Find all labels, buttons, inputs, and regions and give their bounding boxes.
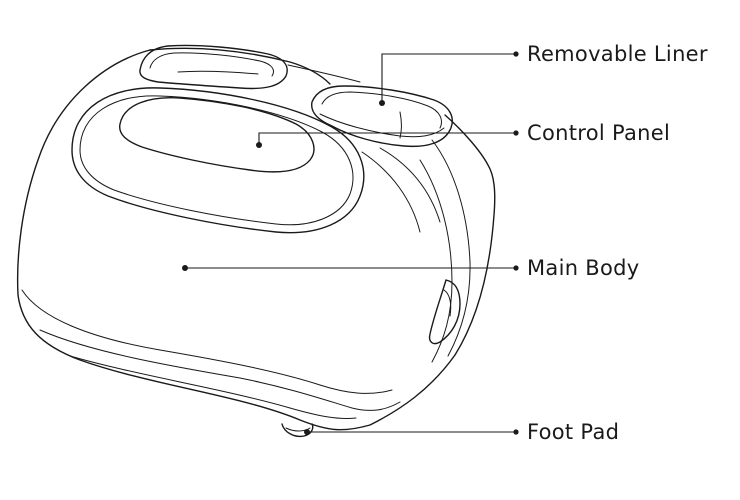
right-foot-well-rim <box>319 113 445 138</box>
main-body-label-dot <box>513 265 519 271</box>
base-line <box>69 355 357 419</box>
left-foot-well-outer <box>139 44 288 90</box>
right-foot-well-crease <box>399 111 402 139</box>
control-panel-outer <box>71 87 365 234</box>
foot-massager-illustration <box>16 44 496 438</box>
control-panel-inner <box>119 97 315 173</box>
foot-pad-label-dot <box>513 429 519 435</box>
side-handle-inner <box>443 289 452 317</box>
rear-contour-1 <box>379 147 441 223</box>
right-foot-well-inner <box>321 91 442 129</box>
callout-control-panel: Control Panel <box>256 121 670 148</box>
control-panel-leader-line <box>258 132 514 145</box>
foot-pad-label: Foot Pad <box>527 420 619 444</box>
side-handle <box>428 279 461 345</box>
main-body-label: Main Body <box>527 256 640 280</box>
side-edge-1 <box>431 139 471 357</box>
foot-pad-base <box>285 427 311 432</box>
control-panel-label: Control Panel <box>527 121 670 145</box>
callout-main-body: Main Body <box>182 256 640 280</box>
rear-contour-2 <box>361 151 421 233</box>
removable-liner-leader-line <box>381 53 514 103</box>
rear-shoulder <box>287 64 361 83</box>
control-panel-label-dot <box>513 130 519 136</box>
main-body-outline <box>16 49 496 431</box>
side-edge-2 <box>419 159 453 363</box>
left-foot-well-liner <box>177 70 259 75</box>
control-panel-mid <box>79 95 354 226</box>
lower-contour-1 <box>21 289 393 394</box>
removable-liner-label-dot <box>513 51 519 57</box>
foot-pad-shape <box>281 423 314 438</box>
lower-contour-2 <box>39 329 401 411</box>
removable-liner-label: Removable Liner <box>527 42 708 66</box>
callout-foot-pad: Foot Pad <box>304 420 619 444</box>
top-rim <box>149 47 331 85</box>
left-foot-well-inner <box>149 52 274 77</box>
right-foot-well-outer <box>311 85 453 148</box>
callout-removable-liner: Removable Liner <box>379 42 708 106</box>
